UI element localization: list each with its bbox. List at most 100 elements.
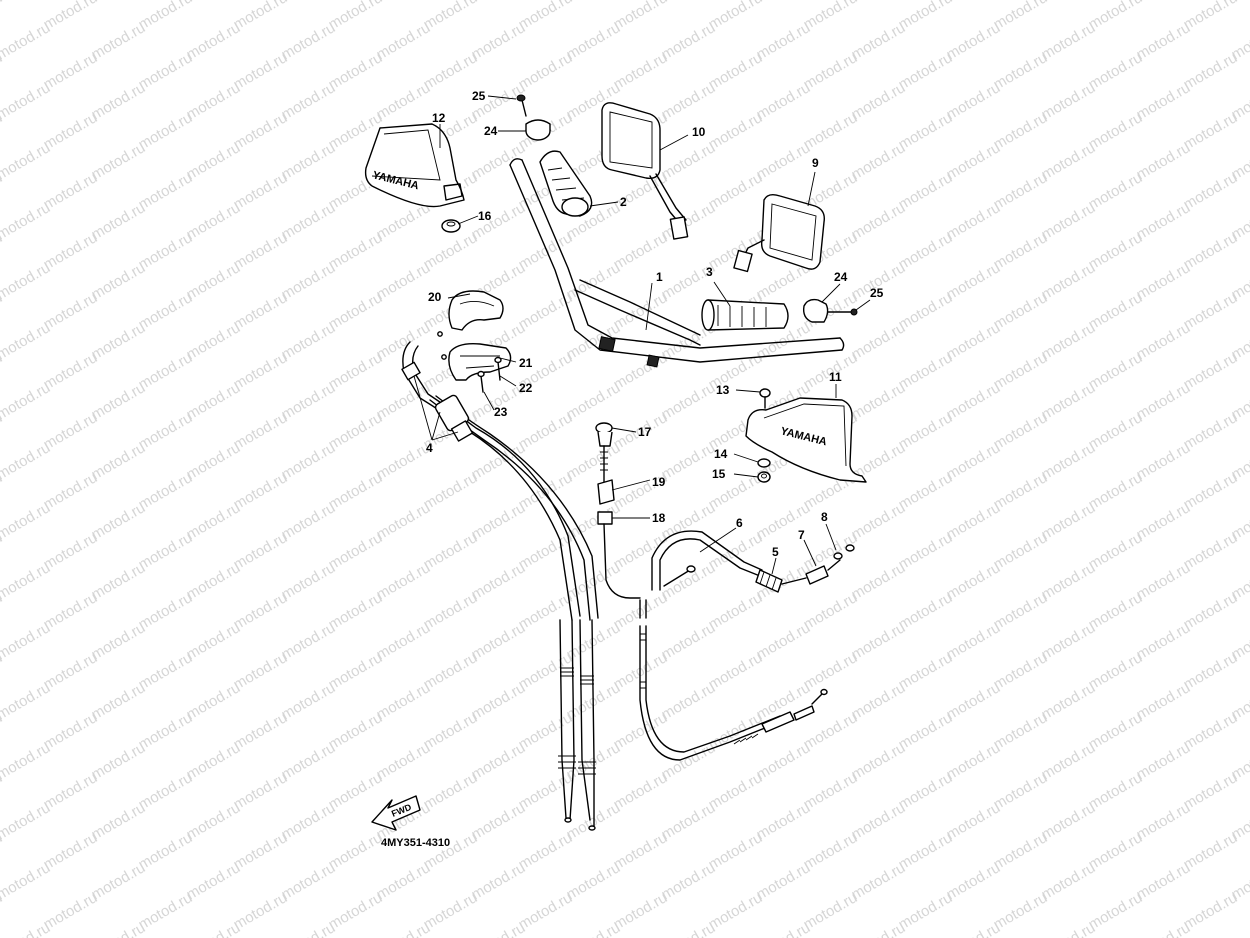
watermark-text: motod.ru	[1134, 19, 1194, 63]
watermark-text: motod.ru	[944, 319, 1004, 363]
watermark-text: motod.ru	[1134, 319, 1194, 363]
watermark-text: motod.ru	[1134, 199, 1194, 243]
watermark-text: motod.ru	[136, 49, 196, 93]
watermark-text: motod.ru	[1134, 739, 1194, 783]
watermark-text: motod.ru	[184, 19, 244, 63]
watermark-text: motod.ru	[89, 799, 149, 843]
watermark-text: motod.ru	[41, 709, 101, 753]
watermark-text: motod.ru	[231, 109, 291, 153]
watermark-text: motod.ru	[326, 829, 386, 873]
watermark-text: motod.ru	[991, 49, 1051, 93]
watermark-text: motod.ru	[421, 769, 481, 813]
watermark-text: motod.ru	[801, 49, 861, 93]
watermark-text: motod.ru	[41, 229, 101, 273]
bar-end-weight-right-part	[516, 94, 551, 141]
watermark-text: motod.ru	[944, 559, 1004, 603]
watermark-text: motod.ru	[1039, 79, 1099, 123]
watermark-text: motod.ru	[89, 859, 149, 903]
watermark-text: motod.ru	[421, 529, 481, 573]
watermark-text: motod.ru	[89, 199, 149, 243]
watermark-text: motod.ru	[849, 919, 909, 938]
watermark-text: motod.ru	[41, 589, 101, 633]
watermark-text: motod.ru	[991, 889, 1051, 933]
watermark-text: motod.ru	[1039, 319, 1099, 363]
watermark-text: motod.ru	[279, 379, 339, 423]
watermark-text: motod.ru	[469, 919, 529, 938]
watermark-text: motod.ru	[1086, 469, 1146, 513]
watermark-text: motod.ru	[326, 289, 386, 333]
watermark-text: motod.ru	[849, 799, 909, 843]
callout-18: 18	[652, 511, 666, 525]
watermark-text: motod.ru	[1086, 529, 1146, 573]
watermark-text: motod.ru	[944, 679, 1004, 723]
watermark-text: motod.ru	[184, 79, 244, 123]
watermark-text: motod.ru	[184, 199, 244, 243]
watermark-text: motod.ru	[754, 799, 814, 843]
watermark-text: motod.ru	[991, 529, 1051, 573]
watermark-text: motod.ru	[991, 229, 1051, 273]
watermark-text: motod.ru	[469, 859, 529, 903]
watermark-text: motod.ru	[89, 739, 149, 783]
callouts: 1 2 3 4 5 6 7 8 9 10 11 12 13 14 15 16 1…	[426, 89, 884, 559]
watermark-text: motod.ru	[516, 289, 576, 333]
watermark-text: motod.ru	[469, 19, 529, 63]
watermark-text: motod.ru	[89, 19, 149, 63]
watermark-text: motod.ru	[944, 919, 1004, 938]
nut-16-part	[441, 219, 461, 233]
watermark-text: motod.ru	[1181, 349, 1241, 393]
watermark-text: motod.ru	[1181, 649, 1241, 693]
watermark-text: motod.ru	[0, 0, 53, 3]
watermark-text: motod.ru	[374, 739, 434, 783]
watermark-text: motod.ru	[849, 679, 909, 723]
callout-10: 10	[692, 125, 706, 139]
watermark-text: motod.ru	[1039, 439, 1099, 483]
watermark-text: motod.ru	[611, 829, 671, 873]
watermark-text: motod.ru	[564, 499, 624, 543]
watermark-text: motod.ru	[1086, 649, 1146, 693]
watermark-text: motod.ru	[706, 169, 766, 213]
watermark-text: motod.ru	[1039, 139, 1099, 183]
watermark-text: motod.ru	[516, 589, 576, 633]
watermark-text: motod.ru	[564, 439, 624, 483]
watermark-text: motod.ru	[421, 49, 481, 93]
watermark-text: motod.ru	[1181, 289, 1241, 333]
watermark-text: motod.ru	[849, 139, 909, 183]
watermark-text: motod.ru	[0, 379, 53, 423]
watermark-text: motod.ru	[896, 169, 956, 213]
watermark-text: motod.ru	[469, 559, 529, 603]
watermark-text: motod.ru	[184, 799, 244, 843]
watermark-text: motod.ru	[279, 199, 339, 243]
watermark-text: motod.ru	[41, 649, 101, 693]
watermark-text: motod.ru	[1181, 529, 1241, 573]
watermark-text: motod.ru	[279, 739, 339, 783]
watermark-text: motod.ru	[41, 49, 101, 93]
watermark-text: motod.ru	[659, 679, 719, 723]
watermark-text: motod.ru	[0, 859, 53, 903]
watermark-text: motod.ru	[279, 619, 339, 663]
watermark-text: motod.ru	[896, 349, 956, 393]
callout-1: 1	[656, 270, 663, 284]
watermark-text: motod.ru	[0, 199, 53, 243]
watermark-text: motod.ru	[659, 79, 719, 123]
watermark-text: motod.ru	[89, 379, 149, 423]
watermark-text: motod.ru	[944, 79, 1004, 123]
watermark-text: motod.ru	[231, 529, 291, 573]
washer-14-part	[757, 458, 771, 468]
callout-19: 19	[652, 475, 666, 489]
watermark-text: motod.ru	[89, 619, 149, 663]
watermark-text: motod.ru	[41, 289, 101, 333]
callout-15: 15	[712, 467, 726, 481]
watermark-text: motod.ru	[136, 289, 196, 333]
callout-25-right: 25	[870, 286, 884, 300]
watermark-text: motod.ru	[374, 19, 434, 63]
watermark-text: motod.ru	[516, 829, 576, 873]
watermark-text: motod.ru	[1181, 769, 1241, 813]
watermark-text: motod.ru	[1134, 259, 1194, 303]
throttle-housing-upper-part	[448, 290, 504, 331]
throttle-cables-part	[401, 341, 599, 831]
watermark-text: motod.ru	[421, 589, 481, 633]
watermark-text: motod.ru	[659, 859, 719, 903]
watermark-text: motod.ru	[801, 589, 861, 633]
watermark-text: motod.ru	[0, 439, 53, 483]
watermark-text: motod.ru	[469, 619, 529, 663]
